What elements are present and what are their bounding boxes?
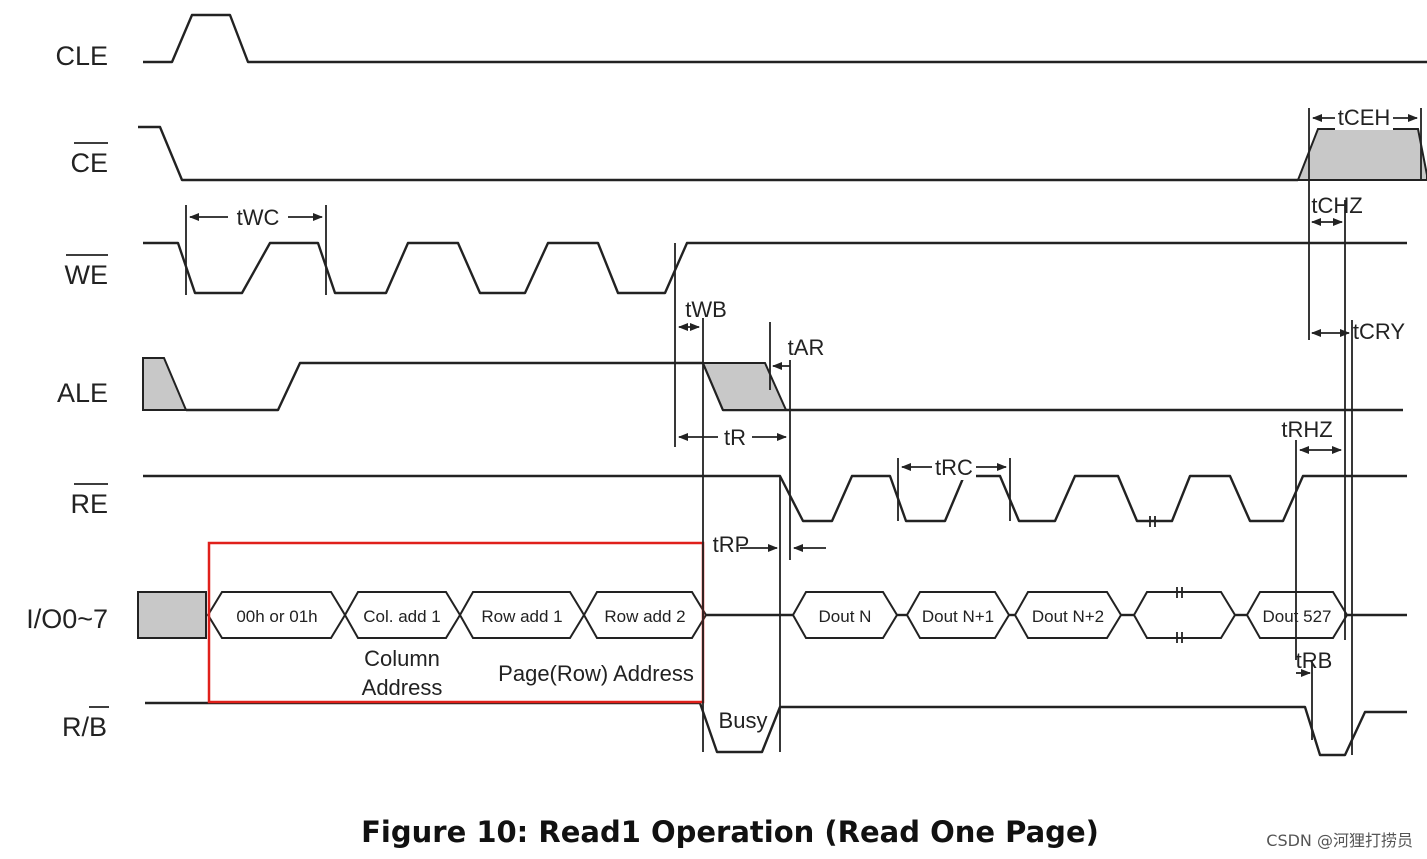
signal-label-rb-bar: B <box>89 712 107 742</box>
twb-label: tWB <box>685 297 727 322</box>
tcry-label: tCRY <box>1353 319 1405 344</box>
signal-label-re: RE <box>70 489 108 519</box>
note-column-address-line2: Address <box>362 675 443 700</box>
io-shaded-start <box>137 591 207 639</box>
trc-label: tRC <box>935 455 973 480</box>
ale-shaded-start <box>142 357 188 411</box>
ale-shaded-mid <box>701 362 788 411</box>
tceh-label-bg <box>1335 104 1393 130</box>
io-text-row2: Row add 2 <box>604 607 685 626</box>
signal-label-we: WE <box>65 260 109 290</box>
tr-label-bg <box>718 424 752 450</box>
io-text-doutn: Dout N <box>819 607 872 626</box>
signal-label-io: I/O0~7 <box>26 604 108 634</box>
io-text-doutn2: Dout N+2 <box>1032 607 1104 626</box>
trhz-label: tRHZ <box>1281 417 1332 442</box>
we-waveform <box>143 241 1407 295</box>
io-text-cmd: 00h or 01h <box>236 607 317 626</box>
io-text-col: Col. add 1 <box>363 607 441 626</box>
ce-waveform <box>138 125 1298 182</box>
trp-label: tRP <box>713 532 750 557</box>
tr-label: tR <box>724 425 746 450</box>
tar-label: tAR <box>788 335 825 360</box>
note-busy: Busy <box>719 708 768 733</box>
twc-label: tWC <box>237 205 280 230</box>
trb-label: tRB <box>1296 648 1333 673</box>
twc-label-bg <box>228 203 288 229</box>
note-page-address: Page(Row) Address <box>498 661 694 686</box>
io-cell-break <box>1132 591 1237 639</box>
figure-caption: Figure 10: Read1 Operation (Read One Pag… <box>361 815 1099 849</box>
io-text-doutn1: Dout N+1 <box>922 607 994 626</box>
io-text-dout527: Dout 527 <box>1263 607 1332 626</box>
note-column-address-line1: Column <box>364 646 440 671</box>
rb-waveform <box>145 701 1407 757</box>
ce-high-region <box>1296 128 1427 181</box>
cle-waveform <box>143 13 1427 64</box>
tceh-label: tCEH <box>1338 105 1391 130</box>
signal-label-ce: CE <box>70 148 108 178</box>
signal-label-rb: R/ <box>62 712 89 742</box>
ale-waveform <box>186 361 1403 412</box>
signal-label-ale: ALE <box>57 378 108 408</box>
watermark: CSDN @河狸打捞员 <box>1266 831 1413 850</box>
signal-label-cle: CLE <box>55 41 108 71</box>
trc-label-bg <box>932 454 976 480</box>
io-text-row1: Row add 1 <box>481 607 562 626</box>
re-waveform <box>143 474 1407 523</box>
tchz-label: tCHZ <box>1311 193 1362 218</box>
